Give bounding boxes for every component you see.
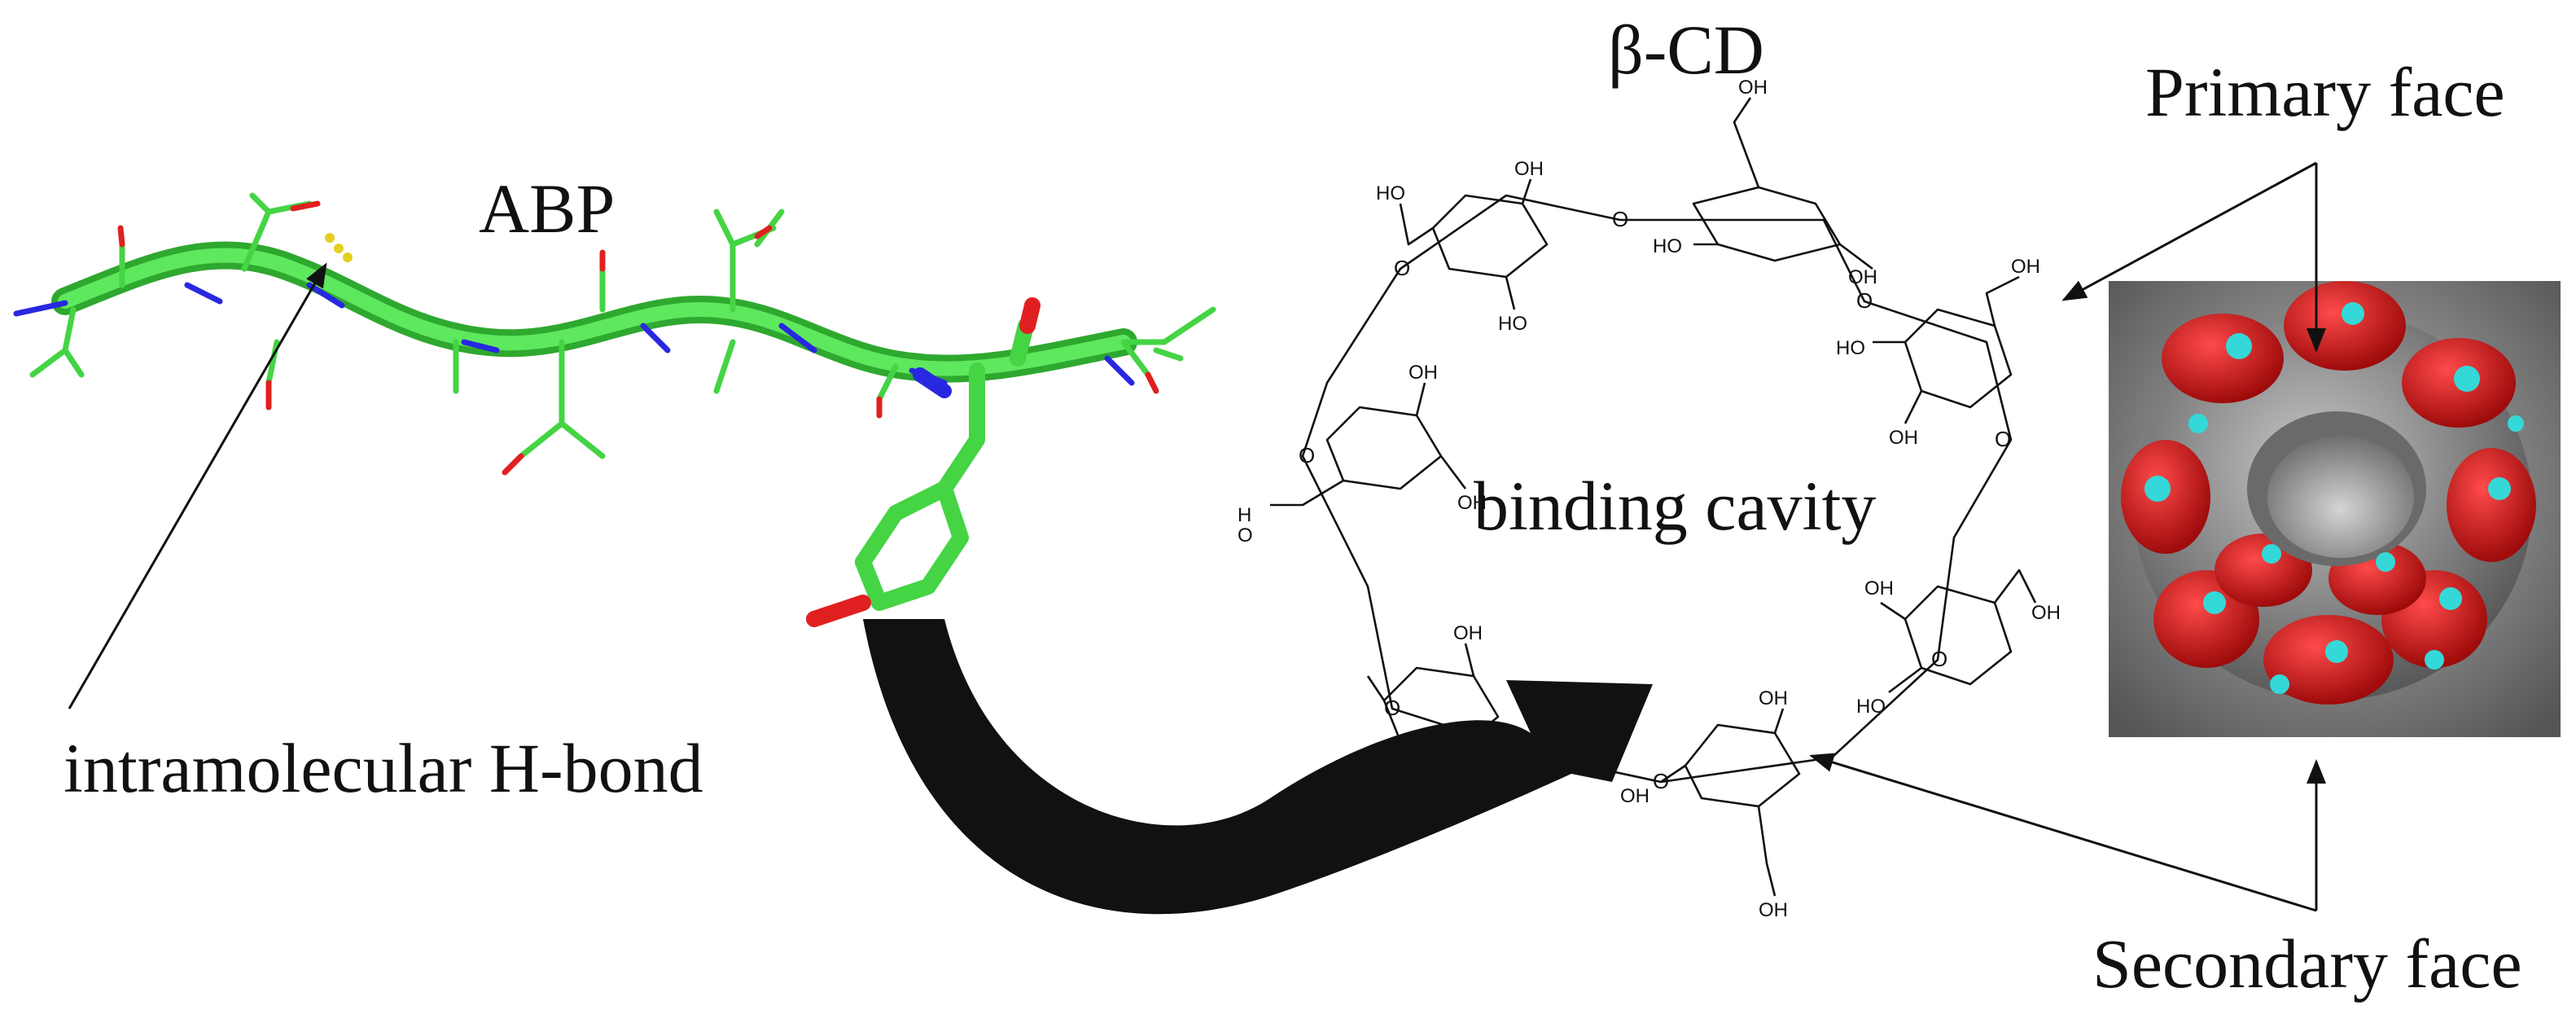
cd-label: β-CD	[1608, 11, 1764, 89]
beta-cd-surface-render	[2109, 281, 2561, 737]
cd-oh-label: OH	[1889, 427, 1918, 449]
secondary-face-label: Secondary face	[2092, 924, 2522, 1003]
secondary-face-pointers	[1809, 753, 2326, 912]
cd-oh-label: HO	[1856, 696, 1886, 718]
cd-oh-label: HO	[1368, 777, 1397, 799]
cd-oh-label: HO	[1498, 313, 1527, 335]
cd-oh-label: OH	[1864, 577, 1894, 599]
primary-face-pointers	[2061, 161, 2326, 353]
cd-o-label: O	[1931, 647, 1947, 671]
abp-label: ABP	[479, 169, 616, 248]
cd-o-label: O	[1856, 288, 1873, 313]
cd-oh-label: OH	[1848, 266, 1877, 288]
cd-oh-label: OH	[2031, 602, 2061, 624]
cd-oh-label: OH	[1759, 899, 1788, 921]
cd-o-label: O	[1384, 696, 1400, 720]
cd-oh-label: HO	[1653, 235, 1682, 257]
primary-face-label: Primary face	[2145, 53, 2505, 131]
cd-oh-label: OH	[1457, 492, 1487, 514]
binding-arrow	[863, 619, 1653, 915]
cd-oh-label: OH	[1453, 622, 1483, 644]
beta-cd-structure: OH OH HO OH OH HO OH HO OH OH OH OH OH H…	[1238, 77, 2061, 921]
cd-oh-label: OH	[1514, 158, 1544, 180]
cd-o-label: O	[1612, 207, 1628, 231]
abp-peptide-model	[13, 192, 1216, 627]
cd-oh-label: OH	[1408, 362, 1438, 384]
cd-oh-label: OH	[2011, 256, 2040, 278]
cd-oh-label: HO	[1376, 182, 1405, 204]
cd-oh-label: OH	[1620, 785, 1649, 807]
cd-oh-label: OH	[1738, 77, 1768, 99]
binding-cavity-label: binding cavity	[1474, 467, 1877, 545]
cd-o-label: O	[1299, 443, 1315, 468]
cd-oh-label: HO	[1836, 337, 1865, 359]
cd-oh-label: OH	[1759, 687, 1788, 709]
cd-h-label: H	[1238, 504, 1251, 526]
cd-o-label: O	[1653, 769, 1669, 793]
cd-o-label: O	[1995, 427, 2011, 451]
hbond-pointer-arrow	[68, 262, 327, 709]
cd-o-label: O	[1394, 256, 1410, 280]
cd-o-label: O	[1238, 525, 1253, 547]
hbond-label: intramolecular H-bond	[64, 729, 703, 807]
